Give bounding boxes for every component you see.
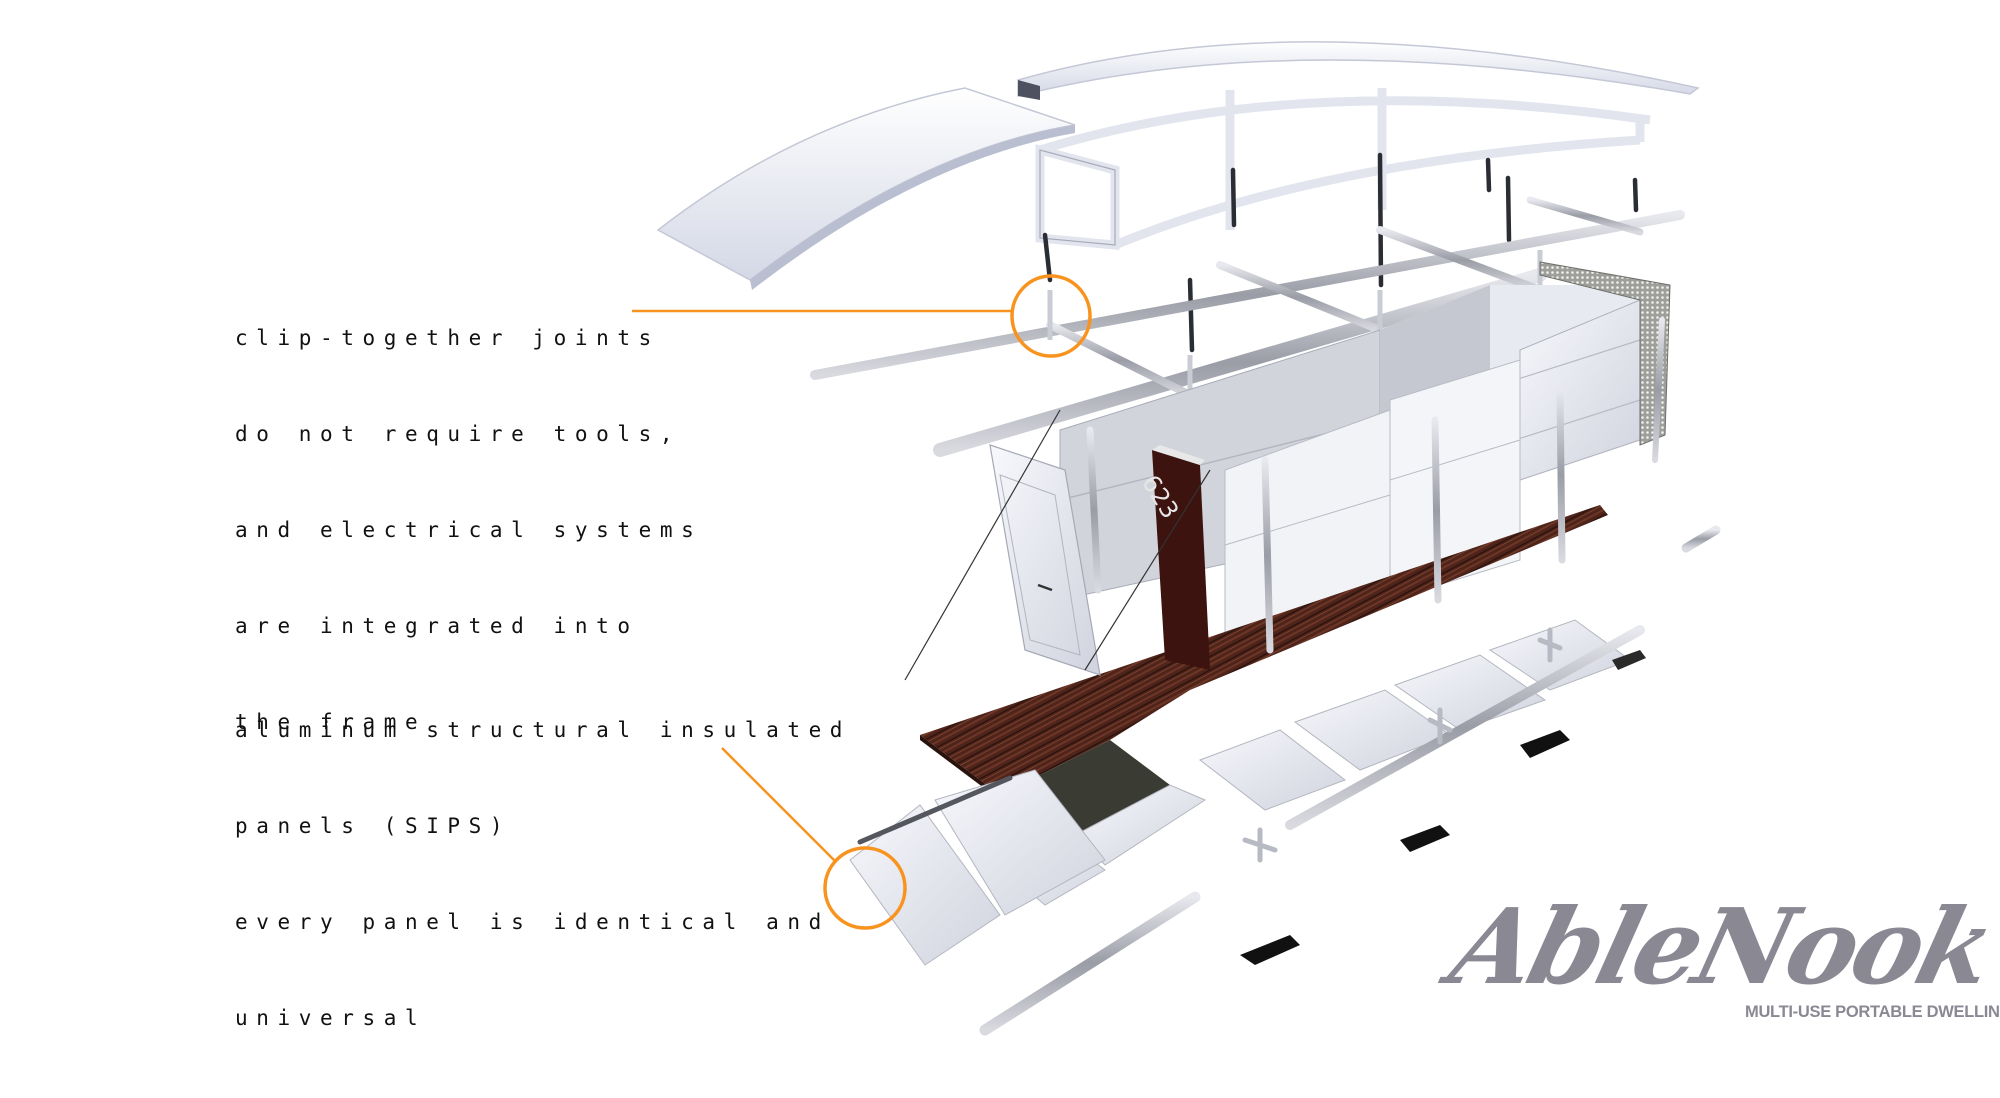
- callout-line: panels (SIPS): [235, 814, 512, 838]
- callout-line: the frame: [235, 710, 427, 734]
- callout-line: universal: [235, 1006, 427, 1030]
- floor-panels-lower: [849, 769, 1106, 966]
- logo-wordmark: AbleNook: [1439, 885, 2000, 1008]
- upper-posts: [1042, 152, 1639, 353]
- logo-tagline: MULTI-USE PORTABLE DWELLING: [1745, 1003, 2000, 1021]
- leveling-feet: [1240, 640, 1646, 965]
- diagram-canvas: clip-together joints do not require tool…: [235, 41, 2000, 1045]
- brand-logo: AbleNook MULTI-USE PORTABLE DWELLING: [1440, 885, 2000, 1045]
- suspension-wires: [904, 409, 1211, 681]
- cross-connectors: [1242, 627, 1563, 863]
- frame-rails: [810, 196, 1685, 457]
- roof-panel-right: [1017, 41, 1700, 100]
- roof-panel-left: [656, 87, 1076, 290]
- door-panel: [989, 444, 1101, 676]
- clerestory-frame-outline: [1039, 149, 1116, 246]
- callout-line: and electrical systems: [235, 518, 703, 542]
- exploded-house-illustration: [656, 41, 1721, 1036]
- address-post: [1152, 445, 1210, 670]
- callout-line: every panel is identical and: [235, 910, 830, 934]
- callout-joints-text: clip-together joints do not require tool…: [235, 258, 702, 802]
- callout-panels-text: aluminum structural insulated panels (SI…: [235, 650, 851, 1098]
- callout-annotations: [632, 274, 1092, 930]
- base-rail: [979, 525, 1721, 1036]
- callout-line: clip-together joints: [235, 326, 660, 350]
- callout-line: do not require tools,: [235, 422, 682, 446]
- callout-2-leader: [721, 747, 907, 930]
- callout-line: are integrated into: [235, 614, 639, 638]
- callout-1-leader: [632, 274, 1092, 358]
- callout-line: aluminum structural insulated: [235, 718, 852, 742]
- vertical-posts: [1086, 386, 1566, 654]
